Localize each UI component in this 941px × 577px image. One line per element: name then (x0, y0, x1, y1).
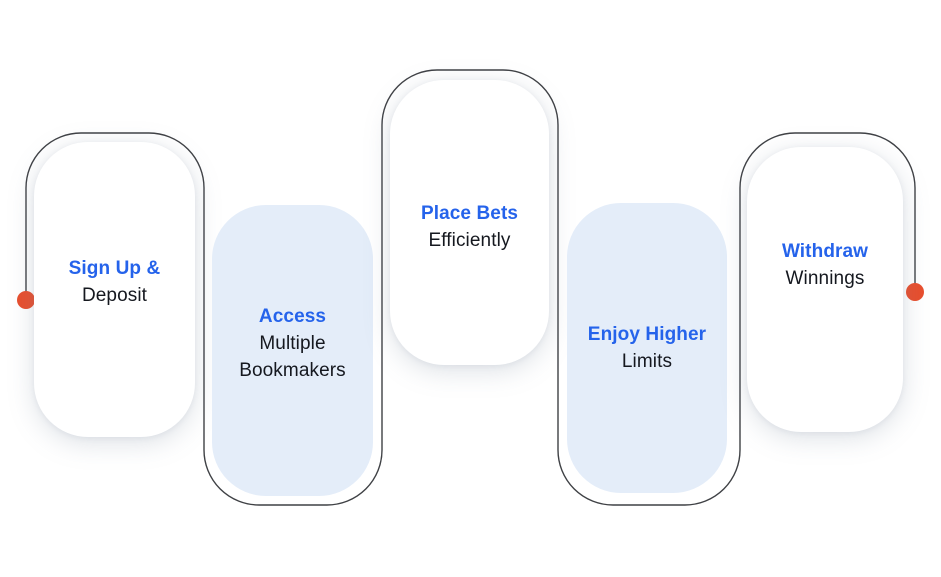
step-card-access-bookmakers: Access Multiple Bookmakers (212, 205, 373, 496)
step-subtitle: Multiple Bookmakers (239, 333, 346, 381)
step-card-higher-limits: Enjoy Higher Limits (567, 203, 727, 493)
step-text: Enjoy Higher Limits (567, 321, 727, 375)
flow-start-dot (17, 291, 35, 309)
step-card-place-bets: Place Bets Efficiently (390, 80, 549, 365)
step-title: Sign Up & (68, 257, 161, 279)
step-subtitle: Winnings (785, 267, 865, 289)
step-title: Withdraw (781, 240, 869, 262)
flow-end-dot (906, 283, 924, 301)
step-text: Sign Up & Deposit (34, 255, 195, 309)
step-text: Access Multiple Bookmakers (212, 303, 373, 384)
step-card-sign-up-deposit: Sign Up & Deposit (34, 142, 195, 437)
step-text: Place Bets Efficiently (390, 200, 549, 254)
step-subtitle: Deposit (81, 284, 148, 306)
step-subtitle: Limits (621, 351, 673, 372)
step-title: Enjoy Higher (587, 324, 707, 345)
step-title: Place Bets (420, 202, 519, 224)
step-text: Withdraw Winnings (747, 238, 903, 292)
step-title: Access (258, 306, 327, 327)
step-subtitle: Efficiently (428, 229, 511, 251)
step-card-withdraw-winnings: Withdraw Winnings (747, 147, 903, 432)
